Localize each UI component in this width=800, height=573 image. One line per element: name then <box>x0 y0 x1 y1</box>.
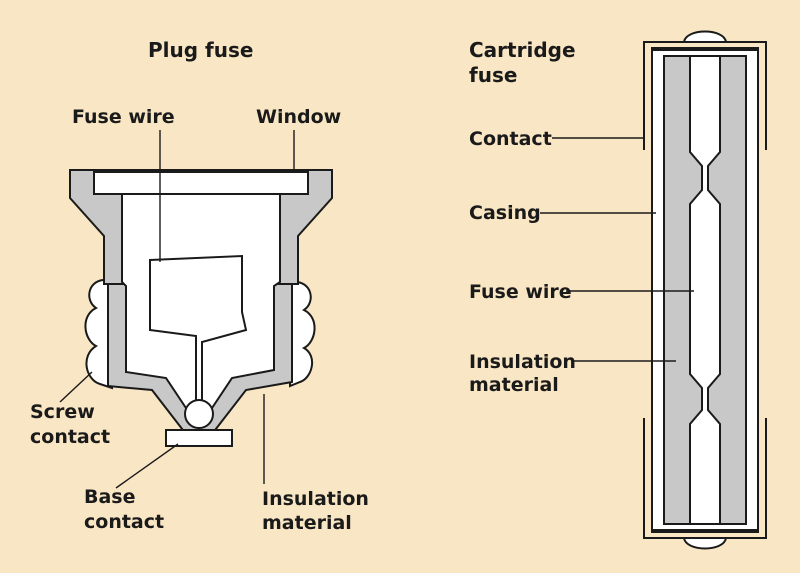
plug-label-base-1: Base <box>84 486 136 508</box>
plug-label-insulation-1: Insulation <box>262 488 369 510</box>
plug-label-screw-2: contact <box>30 426 110 448</box>
cart-label-fuse-wire: Fuse wire <box>469 281 572 303</box>
plug-window <box>93 171 309 195</box>
cartridge-fuse-title-1: Cartridge <box>469 38 576 62</box>
cartridge-fuse-title-2: fuse <box>469 63 517 87</box>
leader-plug-base <box>115 443 179 489</box>
cartridge-cap-bottom <box>682 537 728 550</box>
cart-label-casing: Casing <box>469 202 541 224</box>
plug-fuse-element <box>149 254 248 405</box>
screw-contact-left <box>84 278 113 390</box>
cartridge-fuse-drawing <box>540 30 767 550</box>
plug-base-contact <box>165 429 233 447</box>
plug-label-insulation-2: material <box>262 512 352 534</box>
plug-fuse-drawing <box>59 130 333 489</box>
cartridge-cap-top <box>682 30 728 43</box>
cartridge-fuse-element <box>689 55 721 525</box>
plug-label-window: Window <box>256 106 341 128</box>
plug-label-fuse-wire: Fuse wire <box>72 106 175 128</box>
screw-contact-right <box>289 280 316 388</box>
plug-ball-contact <box>184 399 214 429</box>
leader-plug-screw <box>59 371 93 403</box>
plug-label-base-2: contact <box>84 511 164 533</box>
plug-label-screw-1: Screw <box>30 401 95 423</box>
plug-fuse-title: Plug fuse <box>148 38 253 62</box>
cart-label-contact: Contact <box>469 128 552 150</box>
cart-label-insulation-1: Insulation <box>469 351 576 373</box>
cart-label-insulation-2: material <box>469 374 559 396</box>
